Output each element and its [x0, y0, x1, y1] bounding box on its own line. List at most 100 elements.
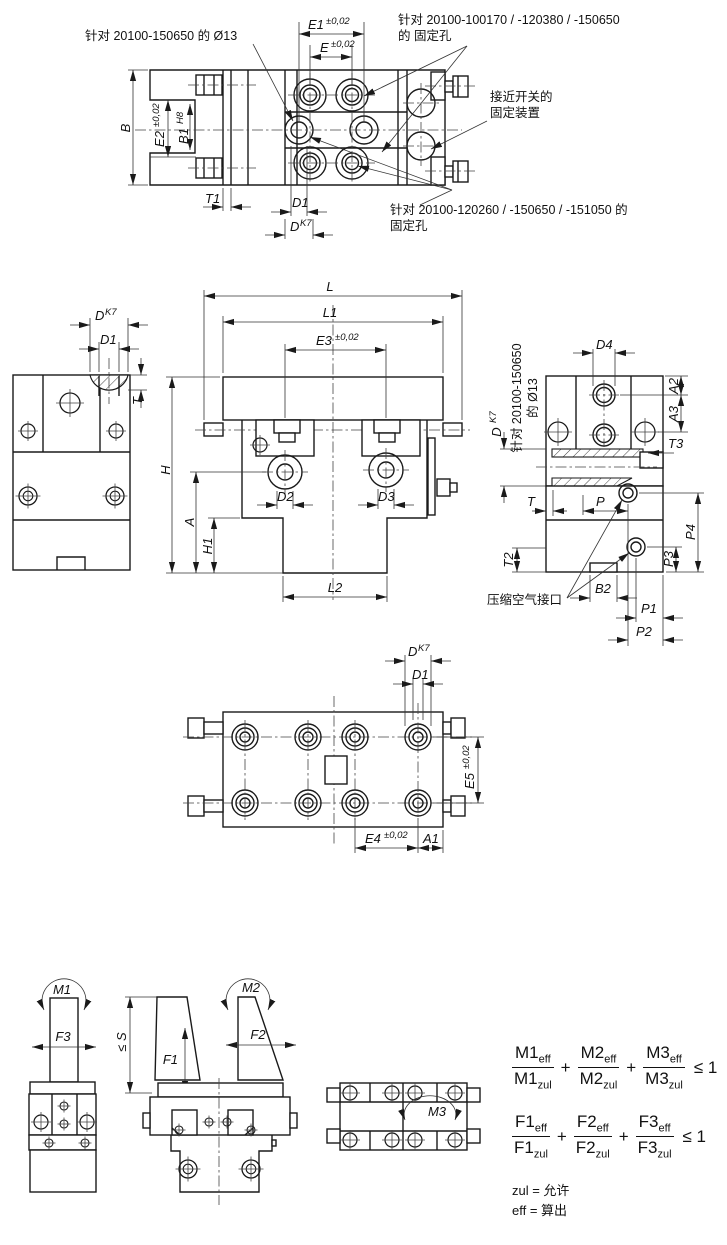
dim-f1-label: F1	[163, 1052, 178, 1067]
dim-e1-label: E1	[308, 17, 324, 32]
bottom-holes	[231, 703, 432, 820]
dim-e5-tol: ±0,02	[461, 745, 472, 769]
plus-sign: +	[556, 1126, 567, 1146]
dim-d4-label: D4	[596, 337, 613, 352]
screw-left-top	[188, 74, 256, 96]
dim-e5-label: E5	[462, 772, 477, 789]
dim-e4-tol: ±0,02	[384, 830, 408, 841]
jaw-wedge-left	[154, 996, 201, 1081]
note-fixholes-bottom-1: 针对 20100-120260 / -150650 / -151050 的	[390, 202, 628, 217]
dim-a3-label: A3	[666, 405, 681, 423]
plus-sign: +	[626, 1057, 637, 1077]
dim-m3-label: M3	[428, 1104, 447, 1119]
note-dowel-side-1: 针对 20100-150650	[509, 343, 524, 452]
clamp-right	[361, 419, 421, 457]
dim-p-label: P	[596, 494, 605, 509]
dim-e4-label: E4	[365, 831, 381, 846]
dim-d1-label: D1	[100, 332, 117, 347]
dim-d-label: D	[489, 427, 504, 436]
side-screws	[187, 717, 466, 817]
dim-t-label: T	[527, 494, 536, 509]
moment-term-2: M2eff M2zul	[577, 1043, 620, 1092]
force-term-3: F3eff F3zul	[635, 1112, 674, 1161]
dim-b-label: B	[118, 123, 133, 132]
dim-h1-label: H1	[200, 538, 215, 555]
plus-sign: +	[560, 1057, 571, 1077]
load-formulas: M1eff M1zul + M2eff M2zul + M3eff M3zul …	[512, 1043, 717, 1221]
note-fixholes-top-2: 的 固定孔	[398, 28, 452, 43]
dim-e3-tol: ±0,02	[335, 332, 359, 343]
dim-p3-label: P3	[661, 550, 676, 567]
force-formula: F1eff F1zul + F2eff F2zul + F3eff F3zul …	[512, 1112, 717, 1161]
jaw-rail-hatch-bottom	[551, 477, 633, 487]
dim-m2-label: M2	[242, 980, 261, 995]
dim-t1-label: T1	[205, 191, 220, 206]
screw-left-bottom	[188, 157, 256, 179]
dim-d-fit: K7	[418, 643, 430, 654]
dim-d1-label: D1	[412, 667, 429, 682]
dim-d-fit: K7	[105, 307, 117, 318]
dim-e-label: E	[320, 40, 329, 55]
dim-d1-label: D1	[292, 195, 309, 210]
dim-a-label: A	[182, 518, 197, 528]
screw-right-bottom	[425, 156, 475, 186]
dim-l-label: L	[326, 279, 333, 294]
force-term-2: F2eff F2zul	[573, 1112, 612, 1161]
center-key	[324, 755, 348, 785]
dim-l2-label: L2	[328, 580, 343, 595]
force-term-1: F1eff F1zul	[512, 1112, 550, 1161]
dim-b1-label: B1	[176, 128, 191, 144]
dim-d2-label: D2	[277, 489, 294, 504]
jaw-wedge-right	[237, 996, 284, 1081]
note-switch-2: 固定装置	[490, 105, 540, 120]
dim-d-label: D	[95, 308, 104, 323]
legend-zul: zul = 允许	[512, 1183, 570, 1199]
dim-h-label: H	[158, 465, 173, 475]
view-load-b: ≤ S F1 M2 F2	[114, 978, 298, 1205]
note-fixholes-top-1: 针对 20100-100170 / -120380 / -150650	[398, 12, 620, 27]
view-load-c: M3	[326, 1082, 481, 1151]
dim-d3-label: D3	[378, 489, 395, 504]
view-front: E1 ±0,02 E ±0,02 B E2 ±0,02 B1 H8 T1 D1	[85, 12, 628, 239]
view-side-left: D K7 D1 T	[12, 307, 148, 571]
dim-e3-label: E3	[316, 333, 333, 348]
dim-m1-label: M1	[53, 982, 71, 997]
moment-term-3: M3eff M3zul	[643, 1043, 685, 1092]
dim-a2-label: A2	[666, 377, 681, 395]
dim-d-fit: K7	[300, 218, 312, 229]
note-switch-1: 接近开关的	[490, 89, 553, 104]
jaw-rail-hatch-top	[551, 448, 644, 458]
dim-p1-label: P1	[641, 601, 657, 616]
dim-e2-label: E2	[152, 130, 167, 147]
note-dowel-side-2: 的 Ø13	[525, 378, 540, 418]
formula-legend: zul = 允许 eff = 算出	[512, 1181, 717, 1221]
dim-p2-label: P2	[636, 624, 653, 639]
dim-d-label: D	[290, 219, 299, 234]
dim-p4-label: P4	[683, 524, 698, 540]
sensor-bracket	[427, 437, 436, 516]
note-fixholes-bottom-2: 固定孔	[390, 218, 428, 233]
note-air-ports: 压缩空气接口	[487, 592, 562, 607]
screw-right-top	[425, 71, 475, 101]
dim-l1-label: L1	[323, 305, 337, 320]
dim-t-label: T	[130, 396, 145, 405]
dim-b2-label: B2	[595, 581, 612, 596]
result-condition: ≤ 1	[693, 1057, 718, 1077]
dim-f2-label: F2	[250, 1027, 266, 1042]
dim-a1-label: A1	[422, 831, 439, 846]
view-load-a: M1 F3	[28, 978, 98, 1193]
view-main-front: L L1 E3 ±0,02 H A H1 D2 D3 L2	[158, 279, 470, 602]
dim-e2-tol: ±0,02	[151, 103, 162, 127]
result-condition: ≤ 1	[682, 1126, 707, 1146]
dim-f3-label: F3	[55, 1029, 71, 1044]
dim-d-fit: K7	[488, 411, 499, 423]
dim-t2-label: T2	[501, 552, 516, 568]
dim-t3-label: T3	[668, 436, 684, 451]
moment-term-1: M1eff M1zul	[512, 1043, 554, 1092]
clamp-left	[249, 419, 315, 457]
note-dowel-top: 针对 20100-150650 的 Ø13	[85, 28, 237, 43]
view-bottom: D K7 D1 E5 ±0,02 E4 ±0,02 A1	[183, 643, 484, 853]
view-side-right: 针对 20100-150650 的 Ø13 D K7 D4 A2 A3 T3 T	[487, 337, 704, 646]
dim-e1-tol: ±0,02	[326, 16, 350, 27]
